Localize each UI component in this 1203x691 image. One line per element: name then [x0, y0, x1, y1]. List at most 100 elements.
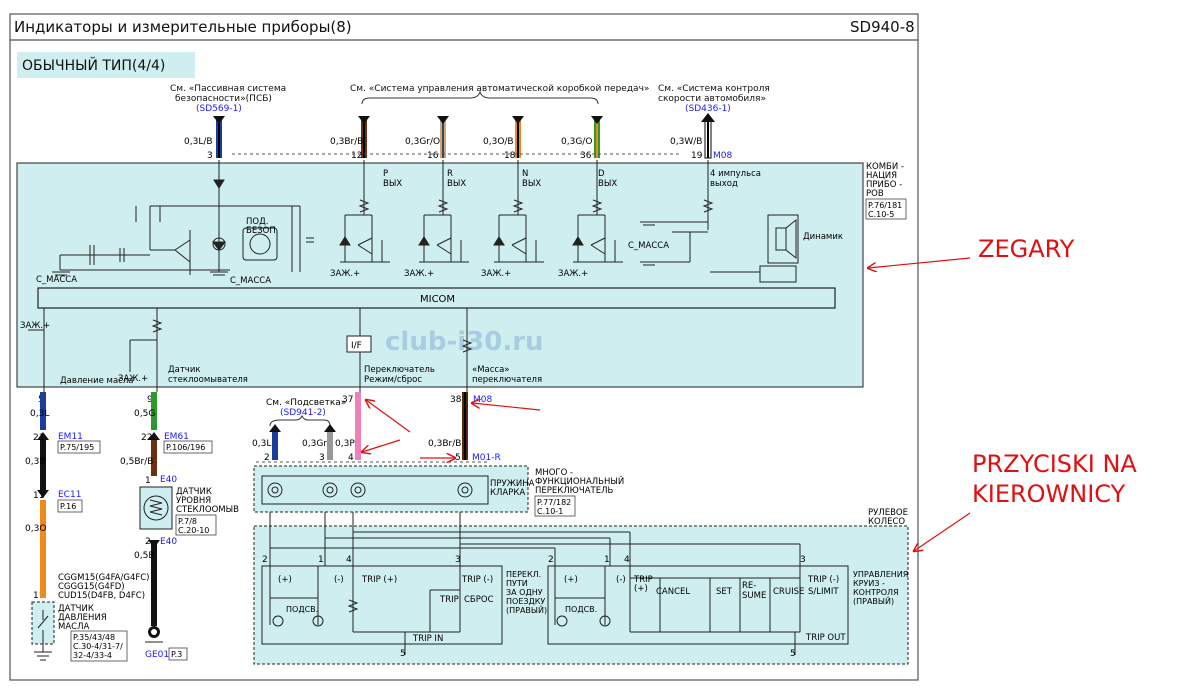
cruise-cancel: CANCEL	[656, 587, 690, 597]
mfs-ref-2: C.10-1	[537, 507, 563, 516]
pin-1-washer: 1	[145, 476, 151, 486]
cruise-sume: SUME	[742, 591, 766, 601]
switch-wires	[269, 392, 468, 460]
washer-wire	[148, 392, 160, 626]
trip-label-5: (ПРАВЫЙ)	[506, 604, 547, 615]
washer-wire-3: 0,5B	[134, 551, 155, 561]
em11-ref: P.75/195	[60, 443, 94, 452]
sw-wire-4: 0,3Br/B	[428, 439, 461, 449]
cruise-label-1: УПРАВЛЕНИЯ	[853, 570, 908, 579]
annotation-zegary: ZEGARY	[978, 235, 1075, 263]
pulse-out-1: 4 импульса	[710, 169, 761, 179]
annotation-przyciski-1: PRZYCISKI NA	[972, 450, 1137, 478]
r-out-1: R	[447, 169, 453, 179]
oil-sensor-2: ДАВЛЕНИЯ	[58, 613, 107, 623]
cluster-label-1: КОМБИ -	[866, 162, 904, 172]
washer-label-2: стеклоомывателя	[168, 375, 248, 385]
switch-label-2: Режим/сброс	[364, 375, 422, 385]
e40-connector: E40	[160, 475, 177, 485]
trip-reset: СБРОС	[464, 595, 494, 605]
trip-pin-4: 4	[346, 555, 352, 565]
clockspring-1: ПРУЖИНА	[490, 479, 535, 489]
switch-label-1: Переключатель	[364, 365, 435, 375]
mass-switch-label-1: «Масса»	[472, 365, 510, 375]
mass-label-2: С_МАССА	[230, 276, 271, 286]
speaker-label: Динамик	[803, 232, 843, 242]
clock-spring	[261, 475, 489, 505]
clockspring-2: КЛАРКА	[490, 488, 525, 498]
oil-pressure-label: Давление масла	[60, 376, 133, 386]
backlight-ref-link[interactable]: (SD941-2)	[280, 408, 326, 418]
svg-text:0,3Br/B: 0,3Br/B	[330, 137, 363, 147]
svg-text:0,3W/B: 0,3W/B	[670, 137, 702, 147]
sw-pin-3: 3	[319, 453, 325, 463]
annotation-przyciski-2: KIEROWNICY	[972, 480, 1126, 508]
sw-pin-2: 2	[264, 453, 270, 463]
svg-text:18: 18	[504, 151, 516, 161]
trip-switch	[261, 565, 503, 645]
oil-sensor-3: МАСЛА	[58, 622, 89, 632]
pin-22: 22	[141, 433, 152, 443]
steering-1: РУЛЕВОЕ	[868, 508, 908, 518]
mfs-3: ПЕРЕКЛЮЧАТЕЛЬ	[535, 486, 613, 496]
oil-sensor-1: ДАТЧИК	[58, 604, 94, 614]
r-out-2: ВЫХ	[447, 179, 466, 189]
ref-psb-link[interactable]: (SD569-1)	[196, 104, 242, 114]
cruise-re: RE-	[742, 581, 756, 591]
ref-speed-1: См. «Система контроля	[658, 84, 770, 94]
em61-connector: EM61	[164, 432, 189, 442]
trip-podsv: ПОДСВ.	[286, 605, 318, 614]
washer-ref-2: C.20-10	[178, 526, 209, 535]
oil-ref-3: 32-4/33-4	[73, 651, 112, 660]
washer-wire-2: 0,5Br/B	[120, 457, 153, 467]
cruise-set: SET	[716, 587, 733, 597]
svg-text:0,3O/B: 0,3O/B	[483, 137, 514, 147]
diagram-code: SD940-8	[850, 18, 915, 36]
washer-sensor-2: УРОВНЯ	[176, 496, 211, 506]
trip-pin-3: 3	[455, 555, 461, 565]
ref-speed-link[interactable]: (SD436-1)	[685, 104, 731, 114]
pin-1-oil: 1	[33, 591, 39, 601]
mass-label-1: С_МАССА	[36, 275, 77, 285]
svg-text:16: 16	[427, 151, 439, 161]
pin-9: 9	[147, 395, 153, 405]
ge01-label: GE01	[145, 650, 169, 660]
washer-sensor-3: СТЕКЛООМЫВ	[176, 505, 239, 515]
subtitle-badge	[17, 52, 195, 78]
ign-n: ЗАЖ.+	[481, 269, 511, 279]
trip-pin-2: 2	[262, 555, 268, 565]
top-wires: 0,3L/B 3 0,3Br/B 12 0,3Gr/O 16 0,3O/B 18…	[184, 113, 732, 161]
svg-text:36: 36	[580, 151, 592, 161]
svg-text:M08: M08	[713, 151, 732, 161]
cruise-podsv: ПОДСВ.	[565, 605, 597, 614]
sw-pin-5: 5	[455, 453, 461, 463]
ref-psb-2: безопасности»(ПСБ)	[175, 94, 272, 104]
trip-pin-1: 1	[318, 555, 324, 565]
if-label: I/F	[351, 341, 362, 351]
mass-label-3: С_МАССА	[628, 241, 669, 251]
cluster-circuitry	[28, 159, 799, 392]
sw-pin-4: 4	[348, 453, 354, 463]
svg-text:0,3L/B: 0,3L/B	[184, 137, 213, 147]
trip-label-3: ЗА ОДНУ	[506, 588, 543, 597]
n-out-1: N	[522, 169, 528, 179]
ign-oil: ЗАЖ.+	[20, 321, 50, 331]
cluster-label-4: РОВ	[866, 189, 884, 199]
ref-speed-2: скорости автомобиля»	[658, 94, 766, 104]
cruise-trip-out: TRIP OUT	[805, 633, 846, 643]
ec11-connector: EC11	[58, 490, 81, 500]
bezop-label: БЕЗОП.	[246, 226, 278, 236]
oil-ref-2: C.30-4/31-7/	[73, 642, 123, 651]
ref-psb-1: См. «Пассивная система	[170, 84, 286, 94]
cruise-minus: (-)	[616, 575, 626, 585]
trip-trip-minus: TRIP (-)	[461, 575, 493, 585]
if-block	[346, 335, 372, 353]
pod-label: ПОД.	[246, 217, 268, 227]
cruise-trip-plus: (+)	[634, 584, 648, 594]
cluster-label-3: ПРИБО -	[866, 180, 902, 190]
pin-21: 21	[33, 433, 44, 443]
d-out-2: ВЫХ	[598, 179, 617, 189]
cluster-ref-2: C.10-5	[868, 210, 894, 219]
trip-label-4: ПОЕЗДКУ	[506, 597, 545, 606]
